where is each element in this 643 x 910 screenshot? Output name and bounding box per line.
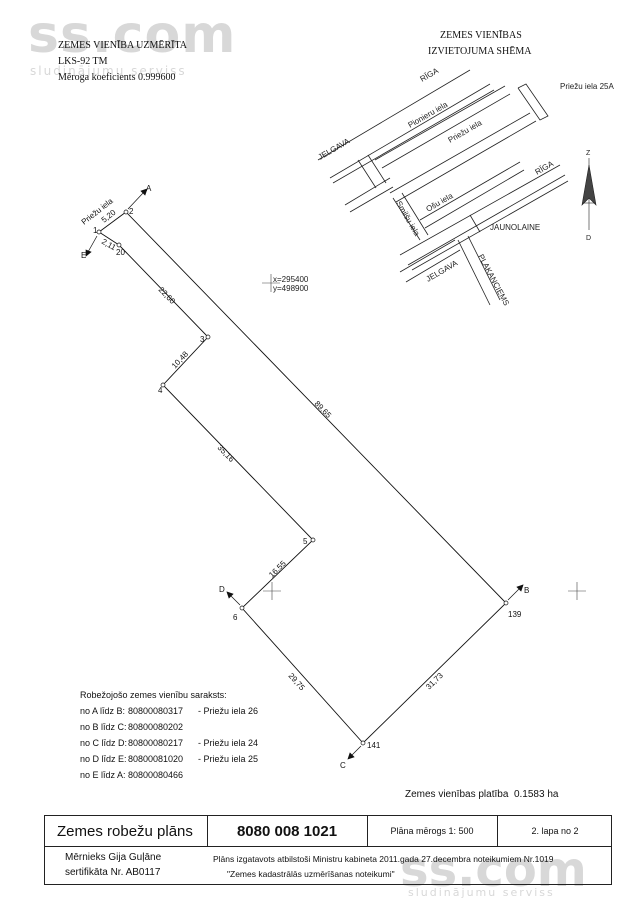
list-item: no E līdz A:80800080466 — [80, 770, 184, 780]
neighbor-list: Robežojošo zemes vienību saraksts: no A … — [80, 687, 258, 783]
boundary-point-markers — [96, 209, 509, 746]
svg-text:89,65: 89,65 — [313, 399, 334, 420]
svg-text:JELGAVA: JELGAVA — [425, 258, 460, 284]
boundary-point-2 — [123, 209, 129, 215]
title-block-row: Zemes robežu plāns 8080 008 1021 Plāna m… — [45, 816, 611, 847]
boundary-point-141 — [360, 740, 366, 746]
boundary-point-20 — [116, 242, 122, 248]
neighbor-marker-labels: A B C D E — [81, 184, 529, 770]
surveyor-name: Mērnieks Gija Guļāne — [65, 852, 162, 863]
area-value: 0.1583 ha — [513, 789, 559, 800]
svg-text:3: 3 — [200, 335, 205, 344]
coord-y-label: y=498900 — [273, 284, 309, 293]
svg-text:20: 20 — [116, 248, 125, 257]
svg-text:JAUNOLAINE: JAUNOLAINE — [490, 223, 540, 232]
list-item: no C līdz D:80800080217- Priežu iela 24 — [80, 738, 259, 748]
compass-north-label: Z — [586, 150, 591, 157]
area-line: Zemes vienības platība 0.1583 ha — [405, 789, 558, 800]
list-item: no A līdz B:80800080317- Priežu iela 26 — [80, 706, 259, 716]
svg-text:E: E — [81, 251, 86, 260]
point-labels: 1 2 20 3 4 5 6 139 141 — [93, 207, 522, 750]
cadastral-number: 8080 008 1021 — [236, 822, 338, 840]
svg-text:4: 4 — [158, 386, 163, 395]
coord-x-label: x=295400 — [273, 275, 309, 284]
watermark-top: ss.com — [28, 5, 237, 65]
svg-text:Priežu iela 25A: Priežu iela 25A — [560, 82, 614, 91]
svg-text:5: 5 — [303, 537, 308, 546]
svg-text:16,55: 16,55 — [267, 559, 288, 580]
title-block: Zemes robežu plāns 8080 008 1021 Plāna m… — [44, 815, 612, 885]
list-item: no B līdz C:80800080202 — [80, 722, 184, 732]
boundary-point-3 — [205, 334, 211, 340]
regulation-note-2: "Zemes kadastrālās uzmērīšanas noteikumi… — [227, 869, 395, 879]
svg-text:Priežu iela: Priežu iela — [447, 118, 484, 145]
svg-text:C: C — [340, 761, 346, 770]
svg-text:D: D — [219, 585, 225, 594]
compass-south-label: D — [586, 235, 591, 242]
scheme-title-2: IZVIETOJUMA SHĒMA — [428, 46, 532, 57]
watermark-top-sub: sludinājumu serviss — [30, 64, 187, 78]
area-label: Zemes vienības platība — [405, 789, 509, 800]
watermark-bottom: ss.com — [400, 842, 587, 898]
neighbor-list-title: Robežojošo zemes vienību saraksts: — [80, 690, 227, 700]
svg-text:139: 139 — [508, 610, 522, 619]
svg-text:RĪGA: RĪGA — [419, 66, 441, 84]
grid-crosses — [262, 274, 586, 600]
boundary-point-139 — [503, 600, 509, 606]
header-line-2: LKS-92 TM — [58, 56, 108, 67]
surveyor-certificate: sertifikāta Nr. AB0117 — [65, 867, 161, 878]
svg-text:2: 2 — [129, 207, 134, 216]
header-line-3: Mēroga koeficients 0.999600 — [58, 72, 176, 83]
plot-boundary — [98, 211, 507, 744]
boundary-point-1 — [96, 229, 102, 235]
svg-text:6: 6 — [233, 613, 238, 622]
svg-text:JELGAVA: JELGAVA — [317, 136, 352, 162]
svg-text:29,75: 29,75 — [287, 671, 307, 692]
boundary-point-5 — [310, 537, 316, 543]
watermark-bottom-sub: sludinājumu serviss — [408, 886, 555, 899]
scheme-title-1: ZEMES VIENĪBAS — [440, 30, 522, 41]
location-scheme — [317, 69, 569, 306]
regulation-note-1: Plāns izgatavots atbilstoši Ministru kab… — [213, 854, 554, 864]
neighbor-arrows — [85, 188, 524, 760]
svg-text:141: 141 — [367, 741, 381, 750]
svg-text:31,73: 31,73 — [424, 671, 445, 692]
svg-text:B: B — [524, 586, 529, 595]
svg-text:35,16: 35,16 — [216, 443, 237, 464]
plan-name: Zemes robežu plāns — [57, 822, 193, 840]
svg-text:22,60: 22,60 — [157, 285, 178, 306]
boundary-point-4 — [160, 382, 166, 388]
scheme-street-labels: RĪGA Pionieru iela Priežu iela 25A Priež… — [317, 66, 615, 307]
header-line-1: ZEMES VIENĪBA UZMĒRĪTA — [58, 40, 188, 51]
svg-text:A: A — [146, 184, 152, 193]
svg-text:1: 1 — [93, 226, 98, 235]
boundary-point-6 — [239, 605, 245, 611]
list-item: no D līdz E:80800081020- Priežu iela 25 — [80, 754, 259, 764]
plan-scale: Plāna mērogs 1: 500 — [390, 826, 474, 836]
north-arrow-icon — [581, 158, 597, 230]
page-number: 2. lapa no 2 — [531, 826, 579, 836]
svg-text:PLAKANCIEMS: PLAKANCIEMS — [476, 253, 511, 307]
